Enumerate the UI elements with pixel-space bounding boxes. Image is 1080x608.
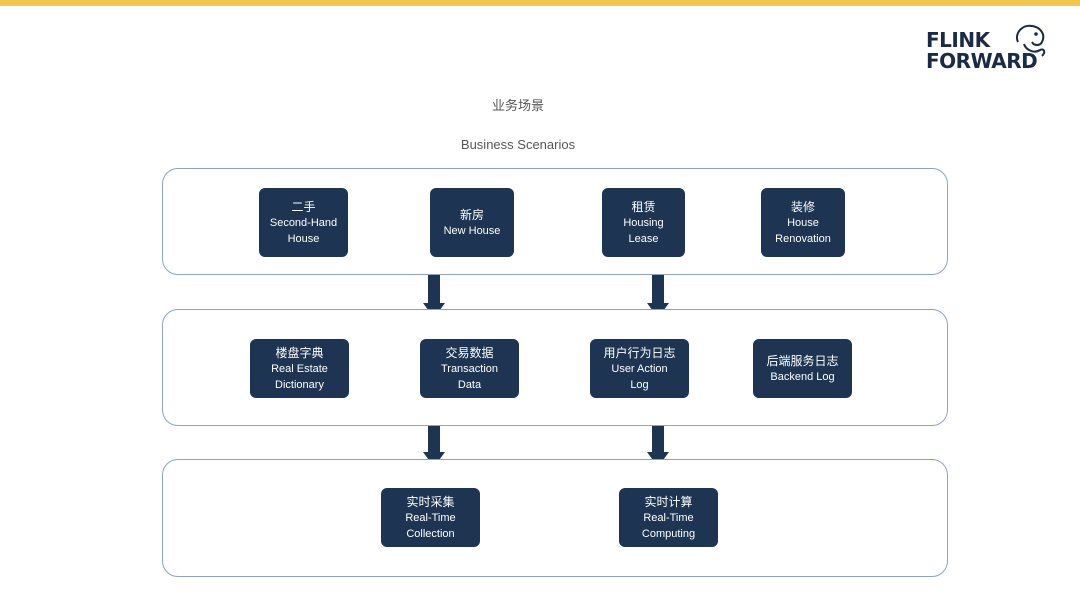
logo-line1: FLINK: [926, 28, 990, 52]
node-label-cn: 用户行为日志: [603, 345, 676, 360]
diagram-title-chinese: 业务场景: [491, 99, 544, 114]
node-label-en: Real Estate: [271, 362, 328, 375]
node-label-cn: 租赁: [631, 199, 656, 214]
node-label-en: Second-Hand: [269, 216, 338, 229]
node-label-en: Lease: [628, 232, 659, 245]
node-label-cn: 交易数据: [445, 345, 494, 360]
diagram-title-english: Business Scenarios: [460, 137, 576, 152]
node-label-en: Housing: [623, 216, 664, 229]
node-label-cn: 实时计算: [644, 494, 693, 509]
node-label-en: Renovation: [775, 232, 831, 245]
node-real-time-collection: 实时采集 Real-Time Collection: [381, 488, 480, 547]
logo-line2: FORWARD: [926, 49, 1038, 73]
node-label-en: House: [287, 232, 320, 245]
flink-forward-logo: FLINK FORWARD: [922, 18, 1052, 74]
node-transaction-data: 交易数据 Transaction Data: [420, 339, 519, 398]
node-label-en: Data: [457, 378, 482, 391]
realtime-processing-panel: [162, 459, 948, 577]
squirrel-icon: [1016, 24, 1046, 57]
node-house-renovation: 装修 House Renovation: [761, 188, 845, 257]
node-label-en: Real-Time: [643, 511, 694, 524]
node-label-cn: 二手: [291, 199, 316, 214]
node-new-house: 新房 New House: [430, 188, 514, 257]
node-label-en: Dictionary: [275, 378, 324, 391]
node-second-hand-house: 二手 Second-Hand House: [259, 188, 348, 257]
node-label-en: Backend Log: [770, 370, 835, 383]
node-backend-log: 后端服务日志 Backend Log: [753, 339, 852, 398]
node-label-cn: 新房: [459, 207, 484, 222]
node-user-action-log: 用户行为日志 User Action Log: [590, 339, 689, 398]
node-housing-lease: 租赁 Housing Lease: [602, 188, 685, 257]
top-accent-bar: [0, 0, 1080, 6]
node-label-cn: 后端服务日志: [766, 353, 839, 368]
node-label-en: House: [787, 216, 819, 229]
node-label-en: Computing: [641, 527, 696, 540]
node-label-en: Collection: [406, 527, 455, 540]
node-label-en: Log: [630, 378, 649, 391]
node-label-en: User Action: [611, 362, 668, 375]
node-real-time-computing: 实时计算 Real-Time Computing: [619, 488, 718, 547]
node-real-estate-dictionary: 楼盘字典 Real Estate Dictionary: [250, 339, 349, 398]
node-label-en: New House: [443, 224, 501, 237]
node-label-cn: 实时采集: [406, 494, 455, 509]
node-label-cn: 装修: [790, 199, 815, 214]
node-label-en: Real-Time: [405, 511, 456, 524]
node-label-cn: 楼盘字典: [275, 345, 324, 360]
node-label-en: Transaction: [440, 362, 499, 375]
